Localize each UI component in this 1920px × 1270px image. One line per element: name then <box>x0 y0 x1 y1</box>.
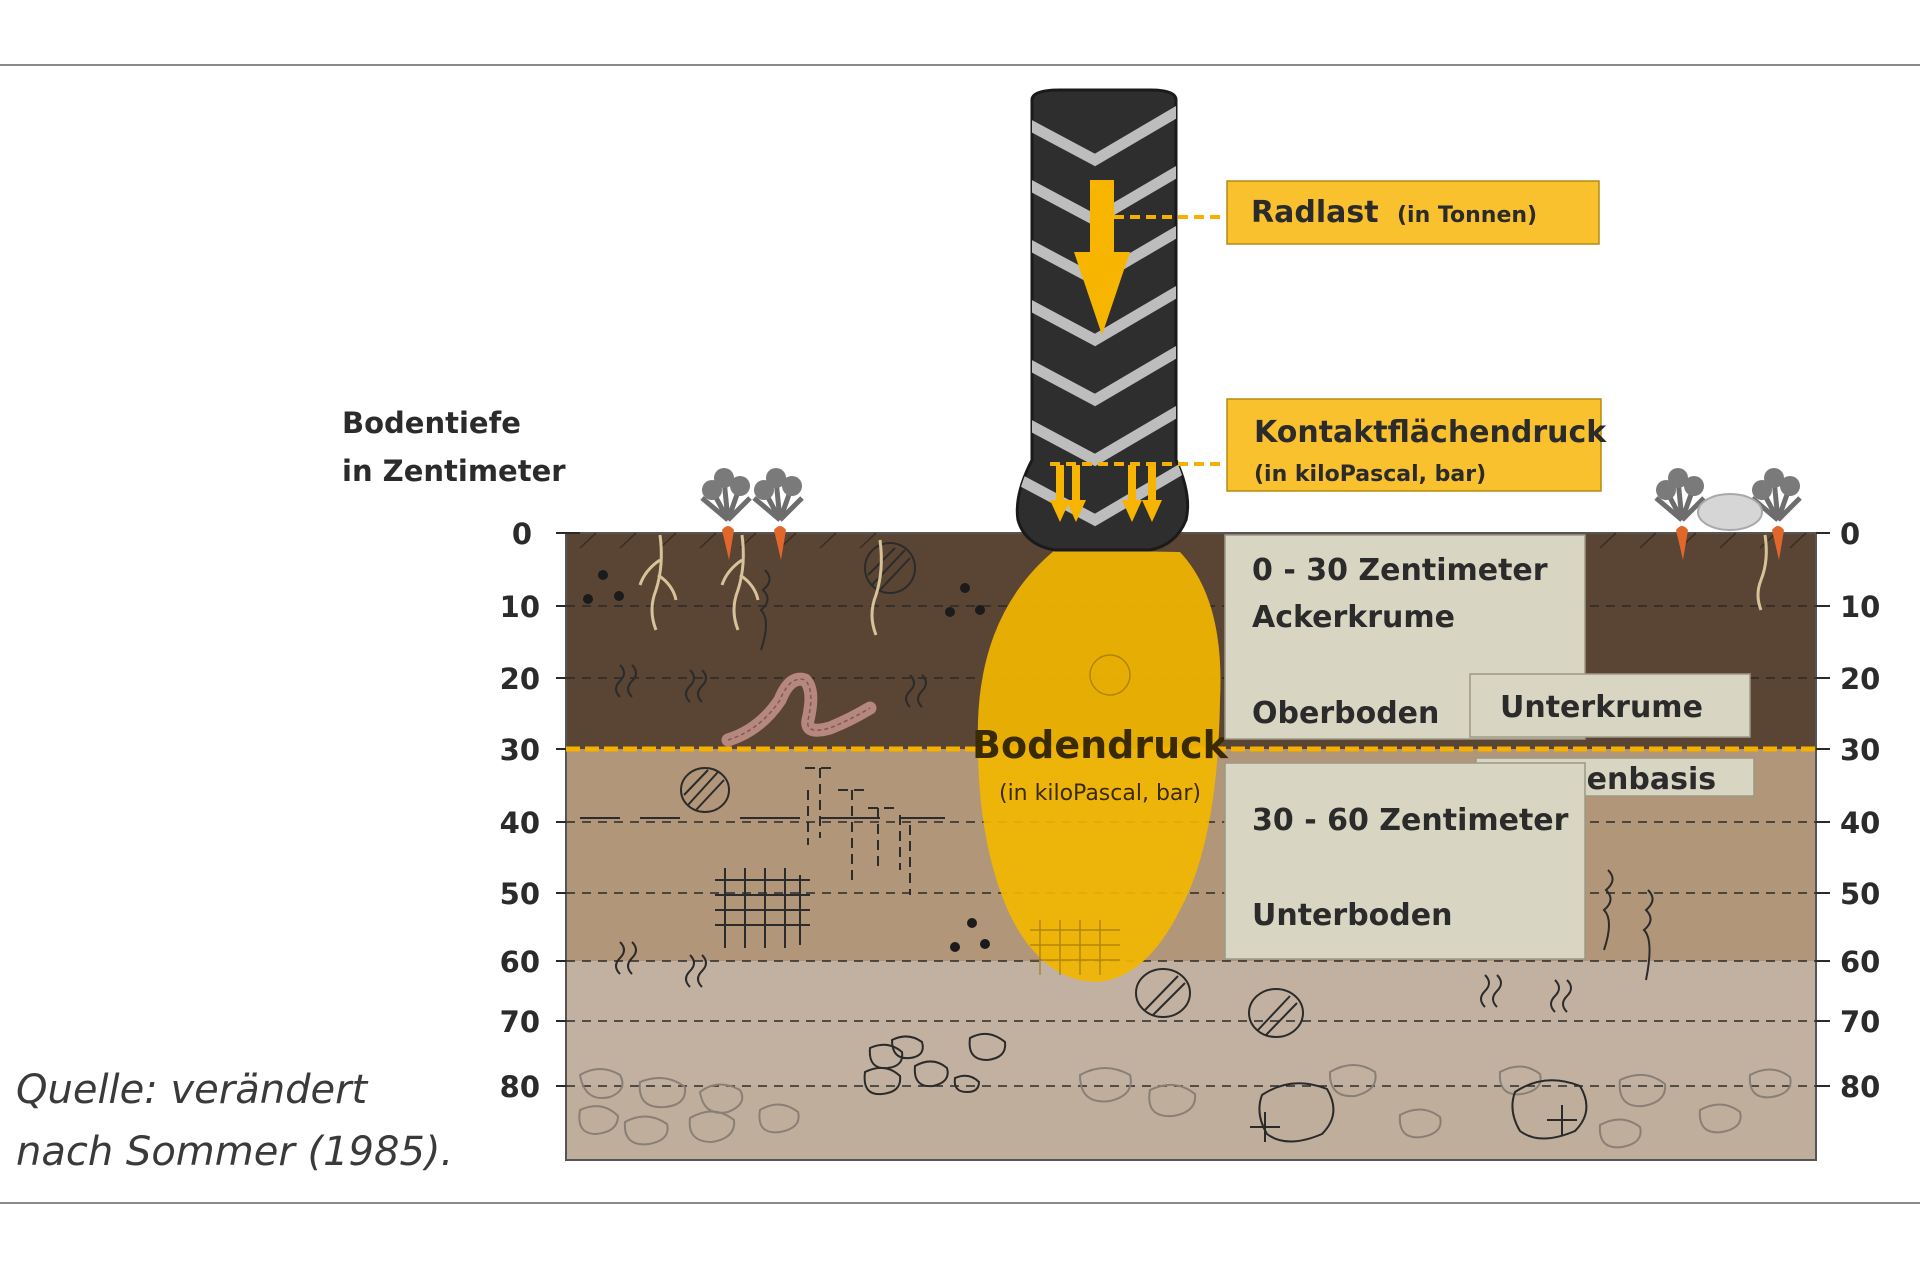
plant-roots <box>638 534 1768 636</box>
kontakt-unit: (in kiloPascal, bar) <box>1254 462 1486 487</box>
left-tick-70: 70 <box>500 1005 540 1039</box>
oberboden-label: Oberboden <box>1252 696 1439 731</box>
left-tick-0: 0 <box>512 517 532 551</box>
right-tick-50: 50 <box>1840 877 1880 911</box>
axis-title-line1: Bodentiefe <box>342 406 521 440</box>
axis-title-line2: in Zentimeter <box>342 454 566 488</box>
pressure-bulb <box>977 550 1221 982</box>
contact-pressure-arrows <box>1050 465 1162 522</box>
left-tick-50: 50 <box>500 877 540 911</box>
source-line2: nach Sommer (1985). <box>16 1129 453 1175</box>
left-tick-40: 40 <box>500 806 540 840</box>
right-tick-80: 80 <box>1840 1070 1880 1104</box>
ackerkrume-name: Ackerkrume <box>1252 600 1455 635</box>
bedrock-layer <box>566 1086 1816 1160</box>
ackerkrume-range: 0 - 30 Zentimeter <box>1252 553 1548 588</box>
soil-profile <box>565 532 1817 1161</box>
unterboden-box: 30 - 60 Zentimeter Unterboden <box>1224 762 1586 960</box>
right-tick-labels: 0 10 20 30 40 50 60 70 80 <box>1840 517 1880 1104</box>
dark-stones <box>863 1032 1588 1143</box>
bodendruck-unit: (in kiloPascal, bar) <box>999 781 1201 806</box>
unterboden-label: Unterboden <box>1252 898 1452 933</box>
radlast-arrow <box>1074 180 1130 335</box>
radlast-unit: (in Tonnen) <box>1397 203 1537 228</box>
radlast-label-box: Radlast (in Tonnen) <box>1226 180 1600 245</box>
kontakt-label-box: Kontaktflächendruck (in kiloPascal, bar) <box>1226 398 1607 492</box>
unterkrume-label: Unterkrume <box>1500 690 1703 725</box>
bodendruck-title: Bodendruck <box>972 723 1229 767</box>
unterkrume-box: Unterkrume <box>1469 673 1751 738</box>
left-tick-labels: 0 10 20 30 40 50 60 70 80 <box>500 517 540 1104</box>
right-axis <box>1816 532 1830 1087</box>
source-line1: Quelle: verändert <box>16 1067 369 1113</box>
right-tick-20: 20 <box>1840 662 1880 696</box>
left-tick-20: 20 <box>500 662 540 696</box>
carrot-plants-right <box>1654 468 1802 560</box>
kontakt-title: Kontaktflächendruck <box>1254 415 1607 450</box>
right-tick-70: 70 <box>1840 1005 1880 1039</box>
unterboden-range: 30 - 60 Zentimeter <box>1252 803 1569 838</box>
right-tick-40: 40 <box>1840 806 1880 840</box>
carrot-plants-left <box>700 468 804 560</box>
right-tick-10: 10 <box>1840 590 1880 624</box>
left-tick-30: 30 <box>500 733 540 767</box>
stones <box>578 1064 1792 1149</box>
surface-hatch <box>579 533 1807 549</box>
soil-dots <box>583 570 990 952</box>
left-tick-60: 60 <box>500 945 540 979</box>
profile-frame <box>565 532 1817 1161</box>
surface-stone <box>1697 493 1763 531</box>
left-axis <box>556 532 580 1087</box>
radlast-title: Radlast <box>1251 195 1379 230</box>
deep-subsoil-layer <box>566 961 1816 1086</box>
right-tick-0: 0 <box>1840 517 1860 551</box>
earthworm-outline <box>727 678 871 741</box>
bulb-grid-texture <box>1030 654 1131 975</box>
right-tick-60: 60 <box>1840 945 1880 979</box>
right-tick-30: 30 <box>1840 733 1880 767</box>
soil-texture-marks <box>580 542 1654 1038</box>
left-tick-10: 10 <box>500 590 540 624</box>
left-tick-80: 80 <box>500 1070 540 1104</box>
svg-text:Radlast (in Tonnen): Radlast (in Tonnen) <box>1251 195 1537 230</box>
